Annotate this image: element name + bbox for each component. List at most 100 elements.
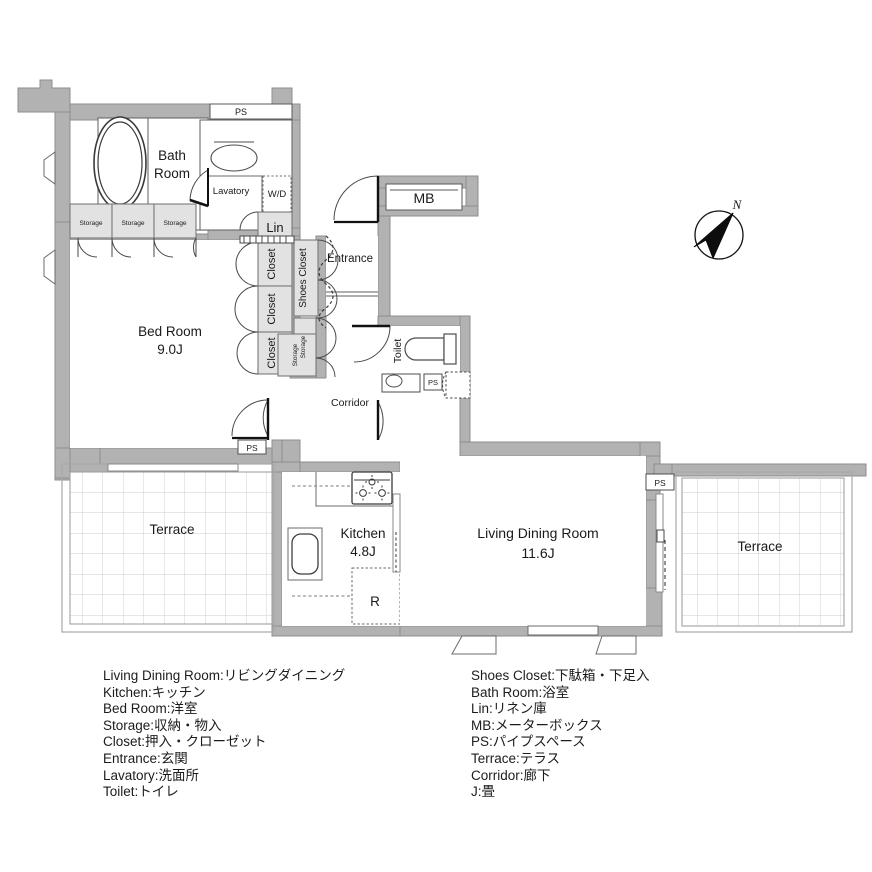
bed-room-door-arc2: [231, 399, 269, 437]
bedroom-sliding-partition: [239, 235, 295, 244]
toilet-tank: [443, 333, 457, 365]
bed-room-floor: [70, 240, 260, 448]
bed-room-door-arc: [262, 399, 269, 437]
closet-box-2: [257, 285, 293, 333]
bath-room-label-line2: Room: [154, 166, 190, 181]
partition-hatch: [243, 236, 287, 243]
ps-box-top: [209, 103, 293, 120]
storage-box-small-2: [277, 333, 317, 377]
terrace-left-window-frame: [107, 463, 239, 472]
utility-dashed-box: [445, 371, 471, 399]
terrace-right-surface: [681, 477, 845, 627]
entrance-main-door-arc: [333, 175, 379, 221]
legend-item: J:畳: [471, 784, 496, 800]
legend-item: Bed Room:洋室: [103, 701, 198, 717]
terrace-right-outline: [675, 471, 853, 633]
entrance-label: Entrance: [327, 253, 373, 265]
legend: Living Dining Room:リビングダイニング Kitchen:キッチ…: [103, 668, 803, 801]
closet-door-arc-2a: [234, 285, 259, 310]
shoes-closet-door-arc-4: [317, 298, 338, 319]
ps-box-terrace-left: [237, 439, 267, 455]
living-door-right: [595, 635, 637, 655]
corridor-door-arc: [352, 440, 390, 445]
stove-burners: [355, 475, 390, 501]
compass-north-label: N: [732, 197, 743, 212]
storage-box-2: [111, 203, 155, 239]
terrace-right-label: Terrace: [737, 539, 782, 554]
mb-label: MB: [414, 190, 435, 206]
legend-column-right: Shoes Closet:下駄箱・下足入 Bath Room:浴室 Lin:リネ…: [471, 668, 771, 801]
ps-label-toilet: PS: [428, 378, 438, 387]
ps-label-top: PS: [235, 107, 247, 117]
bathtub-inner: [97, 121, 143, 205]
shoes-closet-label: Shoes Closet: [298, 248, 309, 308]
legend-item: Terrace:テラス: [471, 750, 560, 766]
corridor-floor: [326, 378, 378, 440]
lavatory-basin: [210, 144, 258, 172]
refrigerator-label: R: [370, 594, 380, 609]
exterior-window-1: [43, 151, 56, 185]
legend-column-left: Living Dining Room:リビングダイニング Kitchen:キッチ…: [103, 668, 433, 801]
terrace-left-label: Terrace: [149, 522, 194, 537]
kitchen-sink-basin: [291, 533, 319, 575]
doors-group: [43, 151, 666, 655]
terrace-right-window-handle: [656, 529, 665, 543]
washer-dryer-box: [262, 175, 292, 213]
living-door-left: [451, 635, 497, 655]
living-room-floor: [400, 456, 646, 626]
terraces-group: [61, 463, 853, 633]
mb-box: [385, 183, 463, 211]
bed-room-label: Bed Room: [138, 324, 202, 339]
bath-room-door-leaf: [189, 198, 209, 208]
ps-box-toilet: [423, 373, 443, 391]
lavatory-label: Lavatory: [213, 186, 250, 197]
closet-door-arc-2b: [234, 308, 259, 333]
refrigerator-box: [351, 567, 401, 625]
storage-small-door-arc-3: [315, 357, 336, 378]
compass-needle-light: [712, 212, 734, 259]
toilet-basin: [385, 374, 403, 388]
legend-item: MB:メーターボックス: [471, 717, 603, 733]
legend-item: Closet:押入・クローゼット: [103, 734, 267, 750]
legend-item: Living Dining Room:リビングダイニング: [103, 668, 346, 683]
walls-group: [17, 79, 867, 637]
entrance-folding-door: [318, 235, 334, 329]
legend-item: Lavatory:洗面所: [103, 767, 200, 783]
shoes-closet-box: [293, 239, 319, 317]
bed-room-area: 9.0J: [157, 342, 183, 357]
legend-item: Entrance:玄関: [103, 750, 188, 766]
closet-box-1: [257, 241, 293, 287]
storage-box-3: [153, 203, 197, 239]
closet-label-2: Closet: [266, 293, 278, 324]
legend-item: Shoes Closet:下駄箱・下足入: [471, 668, 650, 683]
storage-label-1: Storage: [79, 220, 102, 227]
storage-small-label-2: Storage: [292, 343, 299, 366]
utility-door-arc: [442, 371, 447, 399]
corridor-label: Corridor: [331, 397, 369, 409]
kitchen-area: 4.8J: [350, 544, 376, 559]
legend-item: Kitchen:キッチン: [103, 684, 206, 700]
legend-item: Toilet:トイレ: [103, 784, 179, 800]
lavatory-partition: [200, 175, 263, 228]
closet-label-1: Closet: [266, 248, 278, 279]
living-room-label: Living Dining Room: [477, 525, 598, 541]
living-room-area: 11.6J: [521, 545, 554, 561]
legend-item: Lin:リネン庫: [471, 701, 547, 717]
ps-label-living: PS: [654, 478, 666, 488]
storage-label-3: Storage: [163, 220, 186, 227]
terrace-left-surface: [69, 471, 273, 625]
legend-item: Storage:収納・物入: [103, 717, 222, 733]
bath-room-label-line1: Bath: [158, 148, 186, 163]
shoes-closet-door-arc-1: [317, 239, 339, 261]
ps-label-terrace-left: PS: [246, 443, 258, 453]
closet-door-arc-3a: [236, 331, 259, 354]
kitchen-counter-outline: [315, 472, 400, 507]
lin-box: [257, 211, 293, 239]
toilet-door-arc: [353, 325, 391, 363]
legend-item: PS:パイプスペース: [471, 734, 586, 750]
legend-item: Bath Room:浴室: [471, 684, 570, 700]
toilet-label: Toilet: [392, 339, 404, 364]
legend-item: Corridor:廊下: [471, 767, 551, 783]
room-labels-group: PS Bath Room Lavatory W/D Storage Storag…: [79, 107, 782, 609]
